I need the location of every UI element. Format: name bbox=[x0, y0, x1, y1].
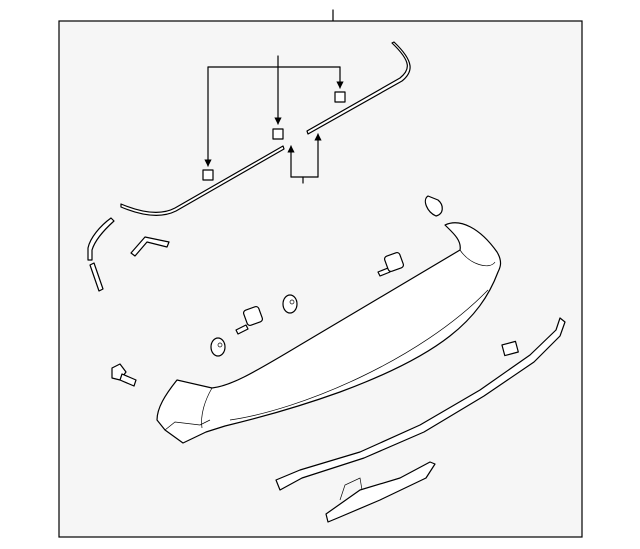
small-seal-strips bbox=[87, 217, 170, 292]
rear-spoiler bbox=[156, 222, 502, 444]
tape-square bbox=[272, 128, 284, 140]
lower-trim-strip bbox=[275, 317, 566, 491]
tape-square bbox=[202, 169, 214, 181]
nut bbox=[282, 294, 298, 314]
tape-callout-leaders bbox=[202, 55, 346, 184]
license-lamp-housing bbox=[325, 461, 436, 523]
fasteners bbox=[111, 251, 519, 387]
upper-molding-strip bbox=[120, 41, 411, 216]
push-clip bbox=[235, 305, 264, 335]
grommet bbox=[424, 195, 443, 217]
diagram-frame bbox=[58, 20, 583, 538]
nut bbox=[210, 337, 226, 357]
tape-square bbox=[334, 91, 346, 103]
pad bbox=[501, 340, 519, 357]
push-clip bbox=[377, 251, 405, 277]
bolt bbox=[111, 363, 137, 387]
